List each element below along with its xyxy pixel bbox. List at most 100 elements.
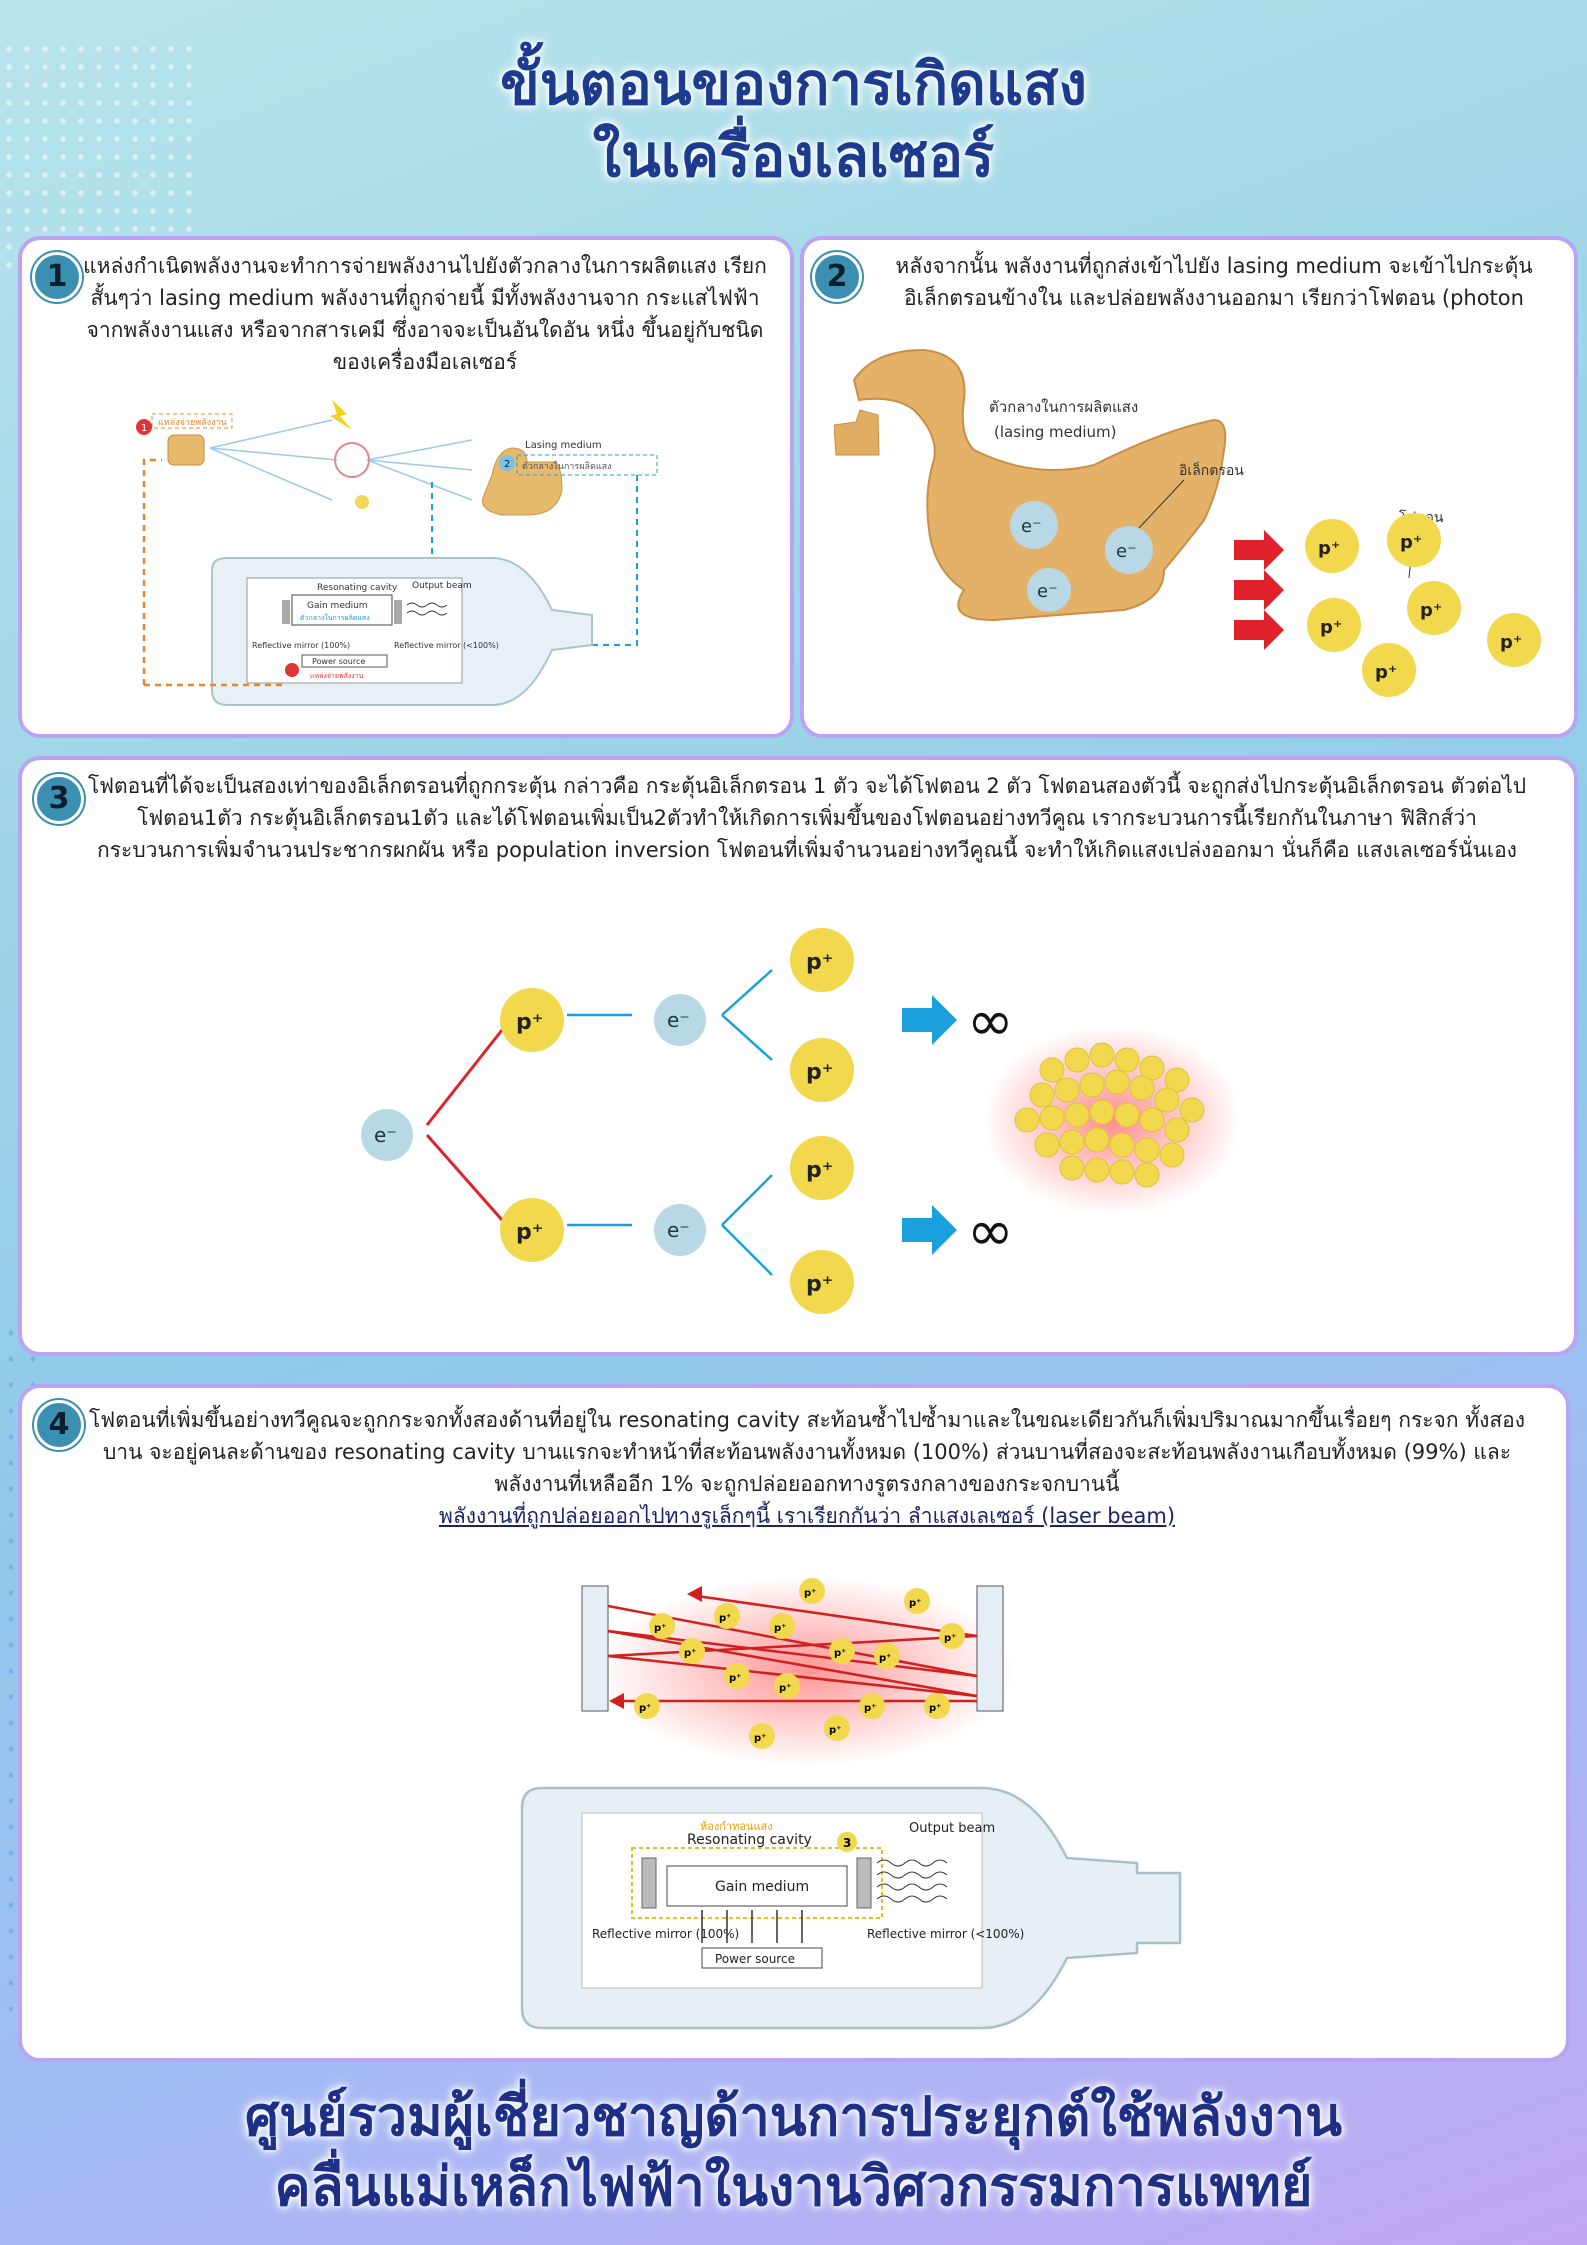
photon-2: p⁺	[1400, 532, 1422, 553]
arrow-right-bottom	[902, 1205, 957, 1255]
electron-a: e⁻	[374, 1123, 397, 1147]
gain-medium-th-label: ตัวกลางในการผลิตแสง	[300, 613, 370, 622]
photon-s15: p⁺	[829, 1725, 841, 1736]
source-label: แหล่งจ่ายพลังงาน	[158, 418, 227, 428]
medium-label-th: ตัวกลางในการผลิตแสง	[989, 398, 1138, 416]
step-2-diagram: ตัวกลางในการผลิตแสง (lasing medium) อิเล…	[834, 348, 1541, 697]
medium-label-en: (lasing medium)	[994, 423, 1117, 441]
step-2-badge: 2	[812, 252, 862, 302]
photon-a: p⁺	[516, 1010, 543, 1035]
photon-s3: p⁺	[654, 1623, 666, 1634]
step-4-card: 4 โฟตอนที่เพิ่มขึ้นอย่างทวีคูณจะถูกกระจก…	[18, 1384, 1570, 2062]
marker-1-top	[136, 419, 152, 435]
lightning-icon	[330, 400, 352, 430]
step-4-text: โฟตอนที่เพิ่มขึ้นอย่างทวีคูณจะถูกกระจกทั…	[82, 1404, 1532, 1532]
gain-medium-box	[666, 1865, 848, 1907]
step-2-card: 2 หลังจากนั้น พลังงานที่ถูกส่งเข้าไปยัง …	[800, 236, 1578, 738]
bulb-icon	[355, 495, 369, 509]
step-1-diagram: แหล่งจ่ายพลังงาน 1 2 Lasing medium ตัวกล…	[136, 400, 658, 706]
photon-b: p⁺	[516, 1220, 543, 1245]
resonating-cavity-label-4: Resonating cavity	[687, 1832, 812, 1848]
photons-3: p⁺ p⁺ p⁺ p⁺ p⁺ p⁺	[500, 928, 854, 1314]
electrons: e⁻ e⁻ e⁻	[1010, 501, 1153, 612]
marker-2	[499, 455, 515, 471]
output-beam-waves	[876, 1859, 948, 1903]
title-line-2: ในเครื่องเลเซอร์	[592, 122, 995, 190]
footer-line-1: ศูนย์รวมผู้เชี่ยวชาญด้านการประยุกต์ใช้พล…	[244, 2085, 1343, 2148]
footer-line-2: คลื่นแม่เหล็กไฟฟ้าในงานวิศวกรรมการแพทย์	[274, 2155, 1313, 2218]
lasing-medium-label: Lasing medium	[525, 440, 602, 451]
photon-d: p⁺	[806, 1060, 833, 1085]
cavity-outline	[631, 1847, 883, 1919]
resonating-cavity-label: Resonating cavity	[317, 583, 398, 593]
electrons-3: e⁻ e⁻ e⁻	[361, 994, 706, 1256]
photon-6: p⁺	[1500, 632, 1522, 653]
photon-s11: p⁺	[779, 1683, 791, 1694]
arrow-head-bottom	[609, 1693, 624, 1709]
infinity-top: ∞	[967, 989, 1014, 1054]
photon-4: p⁺	[1420, 600, 1442, 621]
gain-medium-label: Gain medium	[307, 601, 368, 611]
marker-1-top-label: 1	[141, 423, 147, 434]
photon-s10: p⁺	[729, 1673, 741, 1684]
output-beam-label: Output beam	[412, 581, 472, 591]
electron-2: e⁻	[1116, 541, 1137, 562]
duck-cookie-small	[482, 447, 563, 516]
photons: p⁺ p⁺ p⁺ p⁺ p⁺ p⁺	[1305, 513, 1541, 697]
photon-s2: p⁺	[909, 1598, 921, 1609]
photon-s7: p⁺	[684, 1648, 696, 1659]
cookie-crumb	[834, 409, 880, 456]
electron-3: e⁻	[1037, 581, 1058, 602]
cavity-th-label: ห้องกำทอนแสง	[700, 1820, 773, 1833]
marker-1-bottom	[285, 663, 299, 677]
marker-3-label: 3	[843, 1836, 851, 1850]
photon-s4: p⁺	[719, 1613, 731, 1624]
step-2-text: หลังจากนั้น พลังงานที่ถูกส่งเข้าไปยัง la…	[895, 254, 1533, 310]
mirror-right	[976, 1585, 1004, 1712]
power-source-label: Power source	[312, 657, 365, 666]
step-4-bottle-diagram: ห้องกำทอนแสง Resonating cavity 3 Gain me…	[520, 1786, 1182, 2030]
marker-3	[837, 1832, 857, 1852]
mirror-less	[856, 1857, 872, 1909]
photon-f: p⁺	[806, 1272, 833, 1297]
photon-s6: p⁺	[944, 1633, 956, 1644]
step-3-badge: 3	[34, 774, 84, 824]
arrow-head-top	[687, 1586, 702, 1602]
lasing-medium-th-label: ตัวกลางในการผลิตแสง	[522, 461, 612, 472]
mirror-100	[641, 1857, 657, 1909]
marker-2-label: 2	[504, 459, 510, 470]
reflective-less-label-4: Reflective mirror (<100%)	[867, 1927, 1024, 1941]
electron-1: e⁻	[1021, 516, 1042, 537]
photon-3: p⁺	[1320, 617, 1342, 638]
infinity-bottom: ∞	[967, 1199, 1014, 1264]
bread-icon	[167, 434, 205, 466]
step-4-link-text: พลังงานที่ถูกปล่อยออกไปทางรูเล็กๆนี้ เรา…	[438, 1504, 1176, 1528]
electron-label: อิเล็กตรอน	[1179, 461, 1244, 479]
step-4-body: โฟตอนที่เพิ่มขึ้นอย่างทวีคูณจะถูกกระจกทั…	[88, 1408, 1526, 1496]
title-line-1: ขั้นตอนของการเกิดแสง	[500, 50, 1087, 118]
electron-c: e⁻	[667, 1218, 690, 1242]
gain-medium-label-4: Gain medium	[715, 1879, 809, 1895]
photon-s16: p⁺	[754, 1733, 766, 1744]
photon-5: p⁺	[1375, 662, 1397, 683]
cavity-photons: p⁺ p⁺ p⁺ p⁺ p⁺ p⁺ p⁺ p⁺ p⁺ p⁺ p⁺ p⁺ p⁺ p…	[634, 1578, 965, 1749]
output-beam-label-4: Output beam	[909, 1821, 995, 1836]
photon-s1: p⁺	[804, 1588, 816, 1599]
reflective-100-label-4: Reflective mirror (100%)	[592, 1927, 739, 1941]
power-source-label-4: Power source	[715, 1952, 795, 1966]
step-1-text: แหล่งกำเนิดพลังงานจะทำการจ่ายพลังงานไปยั…	[83, 254, 767, 374]
reflective-100-label: Reflective mirror (100%)	[252, 641, 350, 650]
power-arrows	[701, 1910, 803, 1943]
step-3-diagram: e⁻ e⁻ e⁻ p⁺ p⁺ p⁺ p⁺ p⁺ p⁺ ∞ ∞	[361, 928, 1242, 1314]
photon-s8: p⁺	[834, 1648, 846, 1659]
step-4-badge: 4	[34, 1400, 84, 1450]
power-source-box	[701, 1947, 823, 1969]
mirror-left	[581, 1585, 609, 1712]
electron-b: e⁻	[667, 1008, 690, 1032]
photon-s5: p⁺	[774, 1623, 786, 1634]
photon-s9: p⁺	[879, 1653, 891, 1664]
red-arrows	[1234, 530, 1284, 650]
photon-c: p⁺	[806, 950, 833, 975]
page-title: ขั้นตอนของการเกิดแสง ในเครื่องเลเซอร์	[0, 48, 1587, 192]
step-3-card: 3 โฟตอนที่ได้จะเป็นสองเท่าของอิเล็กตรอนท…	[18, 756, 1578, 1356]
